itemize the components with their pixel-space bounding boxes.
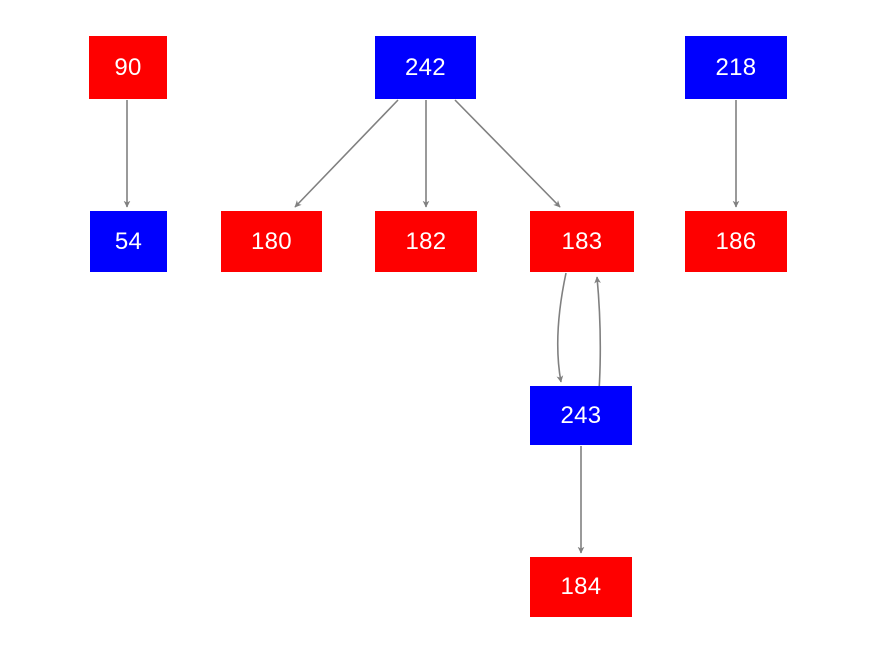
graph-node-label: 242	[405, 53, 446, 81]
graph-node-242[interactable]: 242	[375, 36, 476, 99]
graph-edge-242-to-183	[454, 99, 561, 208]
graph-node-184[interactable]: 184	[530, 557, 632, 617]
graph-node-243[interactable]: 243	[530, 386, 632, 445]
graph-node-label: 183	[561, 227, 603, 255]
graph-node-183[interactable]: 183	[530, 211, 634, 272]
graph-node-54[interactable]: 54	[90, 211, 167, 272]
graph-node-label: 186	[715, 227, 757, 255]
graph-edge-242-to-180	[294, 99, 399, 208]
graph-node-label: 182	[405, 227, 447, 255]
graph-node-218[interactable]: 218	[685, 36, 787, 99]
graph-node-label: 90	[114, 53, 142, 81]
graph-node-180[interactable]: 180	[221, 211, 322, 272]
graph-node-label: 218	[715, 53, 757, 81]
graph-node-label: 54	[114, 227, 143, 255]
graph-node-label: 180	[251, 227, 292, 255]
graph-edge-183-to-243	[556, 272, 567, 383]
graph-node-label: 184	[560, 573, 602, 600]
graph-node-182[interactable]: 182	[375, 211, 477, 272]
graph-node-label: 243	[560, 401, 602, 429]
graph-node-186[interactable]: 186	[685, 211, 787, 272]
graph-node-90[interactable]: 90	[89, 36, 167, 99]
